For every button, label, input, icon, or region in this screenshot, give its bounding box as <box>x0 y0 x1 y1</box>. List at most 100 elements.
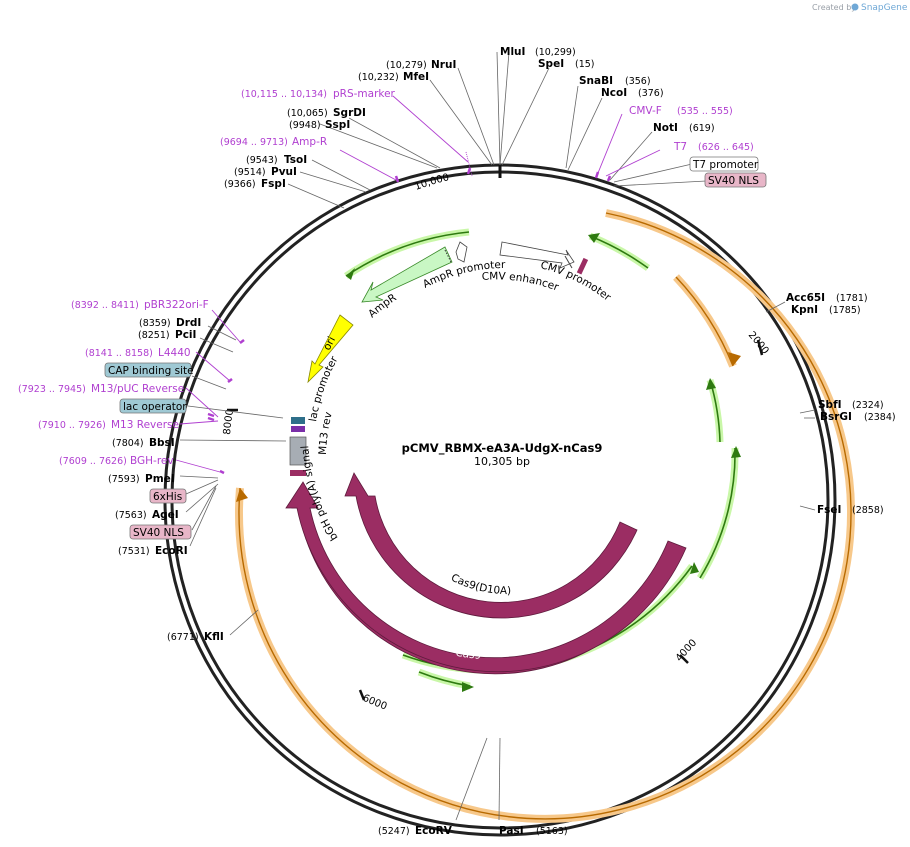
label-cmvenhancer: CMV enhancer <box>481 270 560 293</box>
enzyme-ecori: EcoRI <box>155 545 188 557</box>
primer-m13rev: M13 Reverse <box>111 419 179 431</box>
enzyme-kfli: KflI <box>204 631 224 643</box>
primer-t7-range: (626 .. 645) <box>698 142 754 153</box>
cmv-feature <box>499 241 575 269</box>
enzyme-agei: AgeI <box>152 509 179 521</box>
primer-m13rev-range: (7910 .. 7926) <box>38 420 106 431</box>
enzyme-mlui-pos: (10,299) <box>535 47 576 58</box>
enzyme-noti: NotI <box>653 122 678 134</box>
sv40-top-box <box>704 172 767 188</box>
his-box <box>149 488 187 504</box>
boxed-labels: T7 promoter SV40 NLS CAP binding site la… <box>104 156 767 540</box>
enzyme-ecorv-pos: (5247) <box>378 826 410 837</box>
ampr-feature <box>361 246 453 303</box>
t7promoter-label: T7 promoter <box>692 159 759 171</box>
lacop-box <box>119 398 187 414</box>
enzyme-bbsi: BbsI <box>149 437 175 449</box>
lacop-mark <box>291 417 305 424</box>
green-orfs <box>344 228 741 692</box>
primer-m13puc: M13/pUC Reverse <box>91 383 184 395</box>
enzyme-sgrdi: SgrDI <box>333 107 366 119</box>
enzyme-ncoi: NcoI <box>601 87 627 99</box>
primer-ampr: Amp-R <box>292 136 327 148</box>
enzyme-pasi-pos: (5163) <box>536 826 568 837</box>
cap-label: CAP binding site <box>108 365 194 377</box>
enzyme-nrui: NruI <box>431 59 456 71</box>
orf-arrow <box>728 352 741 366</box>
m13-mark <box>291 426 305 432</box>
features <box>285 241 687 675</box>
enzyme-spei: SpeI <box>538 58 564 70</box>
enzyme-pcii: PciI <box>175 329 196 341</box>
enzyme-agei-pos: (7563) <box>115 510 147 521</box>
enzyme-pvui: PvuI <box>271 166 297 178</box>
enzyme-sbfi-pos: (2324) <box>852 400 884 411</box>
primer-cmvf-range: (535 .. 555) <box>677 106 733 117</box>
primer-pbr-range: (8392 .. 8411) <box>71 300 139 311</box>
enzyme-pvui-pos: (9514) <box>234 167 266 178</box>
cas9d10a-feature <box>344 472 638 619</box>
enzyme-tsoi: TsoI <box>284 154 307 166</box>
enzyme-mlui: MluI <box>500 46 525 58</box>
enzyme-spei-pos: (15) <box>575 59 595 70</box>
ori-feature <box>307 314 354 384</box>
primer-pbr: pBR322ori-F <box>144 299 209 311</box>
sv40-bottom-box <box>129 524 192 540</box>
lacop-label: lac operator <box>123 401 187 413</box>
enzyme-pmei: PmeI <box>145 473 175 485</box>
primer-marks <box>207 167 612 475</box>
label-ori: ori <box>321 335 338 353</box>
enzyme-mfei-pos: (10,232) <box>358 72 399 83</box>
primer-labels: (10,115 .. 10,134) pRS-marker (9694 .. 9… <box>18 88 754 467</box>
credit: Created by SnapGene <box>812 3 908 13</box>
enzyme-acc65i: Acc65I <box>786 292 825 304</box>
primer-prs: pRS-marker <box>333 88 396 100</box>
enzyme-kpni-pos: (1785) <box>829 305 861 316</box>
enzyme-tsoi-pos: (9543) <box>246 155 278 166</box>
enzyme-ecorv: EcoRV <box>415 825 453 837</box>
enzyme-snabi-pos: (356) <box>625 76 651 87</box>
enzyme-sspi-pos: (9948) <box>289 120 321 131</box>
enzyme-drdi: DrdI <box>176 317 201 329</box>
enzyme-labels: MluI (10,299) SpeI (15) (10,279) NruI (1… <box>108 46 896 837</box>
enzyme-kfli-pos: (6771) <box>167 632 199 643</box>
plasmid-size: 10,305 bp <box>474 455 530 468</box>
bgh-feature <box>289 436 307 466</box>
enzyme-acc65i-pos: (1781) <box>836 293 868 304</box>
cap-box <box>104 362 192 378</box>
enzyme-bsrgi: BsrGI <box>820 411 852 423</box>
t7promoter-box <box>689 156 759 172</box>
enzyme-fspi-pos: (9366) <box>224 179 256 190</box>
leader-lines <box>179 51 816 821</box>
enzyme-fspi: FspI <box>261 178 286 190</box>
enzyme-ecori-pos: (7531) <box>118 546 150 557</box>
enzyme-sbfi: SbfI <box>818 399 842 411</box>
primer-prs-range: (10,115 .. 10,134) <box>241 89 327 100</box>
snapgene-logo-icon <box>851 3 859 11</box>
enzyme-mfei: MfeI <box>403 71 429 83</box>
primer-bgh-range: (7609 .. 7626) <box>59 456 127 467</box>
primer-lines <box>175 95 661 473</box>
plasmid-name: pCMV_RBMX-eA3A-UdgX-nCas9 <box>402 441 603 456</box>
enzyme-pmei-pos: (7593) <box>108 474 140 485</box>
amprpromoter-feature <box>455 241 468 263</box>
cas9-feature <box>291 487 681 675</box>
primer-l4440-range: (8141 .. 8158) <box>85 348 153 359</box>
enzyme-fsei-pos: (2858) <box>852 505 884 516</box>
primer-ampr-range: (9694 .. 9713) <box>220 137 288 148</box>
enzyme-pcii-pos: (8251) <box>138 330 170 341</box>
orf-outer-arc <box>235 209 855 823</box>
label-cas9d10a: Cas9(D10A) <box>449 572 511 597</box>
credit-prefix: Created by <box>812 3 856 12</box>
enzyme-noti-pos: (619) <box>689 123 715 134</box>
primer-bgh: BGH-rev <box>130 455 174 467</box>
enzyme-drdi-pos: (8359) <box>139 318 171 329</box>
primer-cmvf: CMV-F <box>629 105 662 117</box>
enzyme-bbsi-pos: (7804) <box>112 438 144 449</box>
plasmid-title: pCMV_RBMX-eA3A-UdgX-nCas9 10,305 bp <box>402 441 603 468</box>
enzyme-snabi: SnaBI <box>579 75 613 87</box>
orf-outer-line <box>238 212 852 820</box>
primer-l4440: L4440 <box>158 347 191 359</box>
credit-brand: SnapGene <box>861 3 908 13</box>
